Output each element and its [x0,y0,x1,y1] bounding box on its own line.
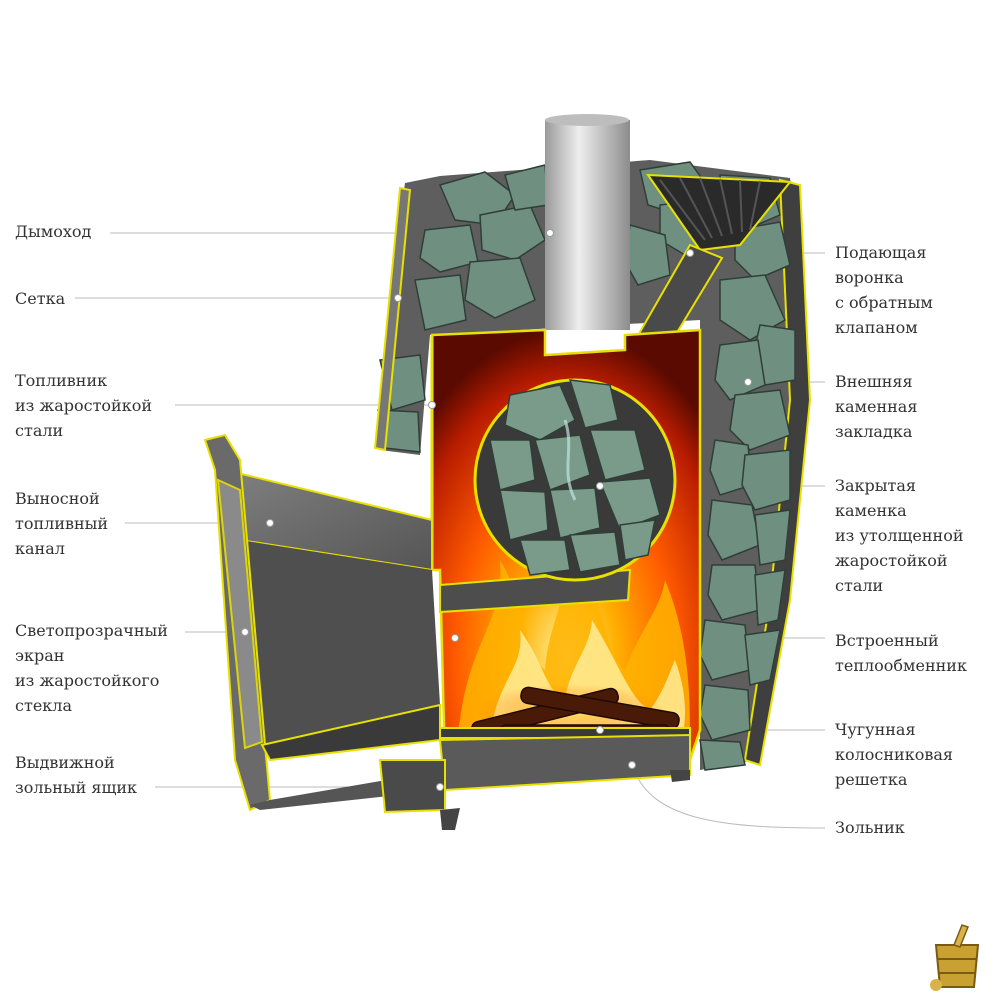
label-outer-stones-line-1: Внешняя [835,372,913,391]
label-ash-pit: Зольник [835,815,905,840]
label-funnel: Подающая воронка с обратным клапаном [835,240,933,340]
label-grate: Чугунная колосниковая решетка [835,717,953,792]
label-firebox: Топливник из жаростойкой стали [15,368,152,443]
label-chimney-line-1: Дымоход [15,222,92,241]
sauna-bucket-icon [930,924,980,991]
closed-heater [473,378,677,582]
label-funnel-line-3: с обратным [835,293,933,312]
chimney-pipe [545,114,630,330]
label-grate-line-2: колосниковая [835,745,953,764]
label-funnel-line-4: клапаном [835,318,918,337]
label-firebox-line-2: из жаростойкой [15,396,153,415]
label-fuel-channel-line-3: канал [15,539,65,558]
label-ash-drawer: Выдвижной зольный ящик [15,750,137,800]
label-firebox-line-1: Топливник [15,371,108,390]
glass-screen [216,478,264,750]
leader-ash-pit [631,764,826,829]
label-ash-pit-line-1: Зольник [835,818,905,837]
label-closed-heater: Закрытая каменка из утолщенной жаростойк… [835,473,964,598]
label-funnel-line-1: Подающая [835,243,927,262]
ash-pit [378,733,691,830]
label-closed-heater-line-2: каменка [835,501,907,520]
label-funnel-line-2: воронка [835,268,904,287]
label-outer-stones: Внешняя каменная закладка [835,369,917,444]
label-outer-stones-line-3: закладка [835,422,913,441]
label-glass-screen-line-4: стекла [15,696,72,715]
label-mesh-line-1: Сетка [15,289,66,308]
label-glass-screen-line-2: экран [15,646,65,665]
label-fuel-channel: Выносной топливный канал [15,486,108,561]
label-grate-line-3: решетка [835,770,908,789]
label-fuel-channel-line-1: Выносной [15,489,100,508]
label-glass-screen-line-3: из жаростойкого [15,671,160,690]
label-closed-heater-line-4: жаростойкой [835,551,948,570]
label-heat-exchanger-line-2: теплообменник [835,656,967,675]
label-mesh: Сетка [15,286,65,311]
label-chimney: Дымоход [15,219,91,244]
label-closed-heater-line-1: Закрытая [835,476,916,495]
label-ash-drawer-line-2: зольный ящик [15,778,138,797]
label-glass-screen: Светопрозрачный экран из жаростойкого ст… [15,618,168,718]
label-closed-heater-line-5: стали [835,576,884,595]
leader-dots [241,229,752,791]
mesh [373,186,412,452]
label-closed-heater-line-3: из утолщенной [835,526,964,545]
label-heat-exchanger: Встроенный теплообменник [835,628,967,678]
label-grate-line-1: Чугунная [835,720,916,739]
label-heat-exchanger-line-1: Встроенный [835,631,939,650]
label-fuel-channel-line-2: топливный [15,514,109,533]
label-outer-stones-line-2: каменная [835,397,918,416]
label-ash-drawer-line-1: Выдвижной [15,753,115,772]
label-glass-screen-line-1: Светопрозрачный [15,621,168,640]
label-firebox-line-3: стали [15,421,64,440]
